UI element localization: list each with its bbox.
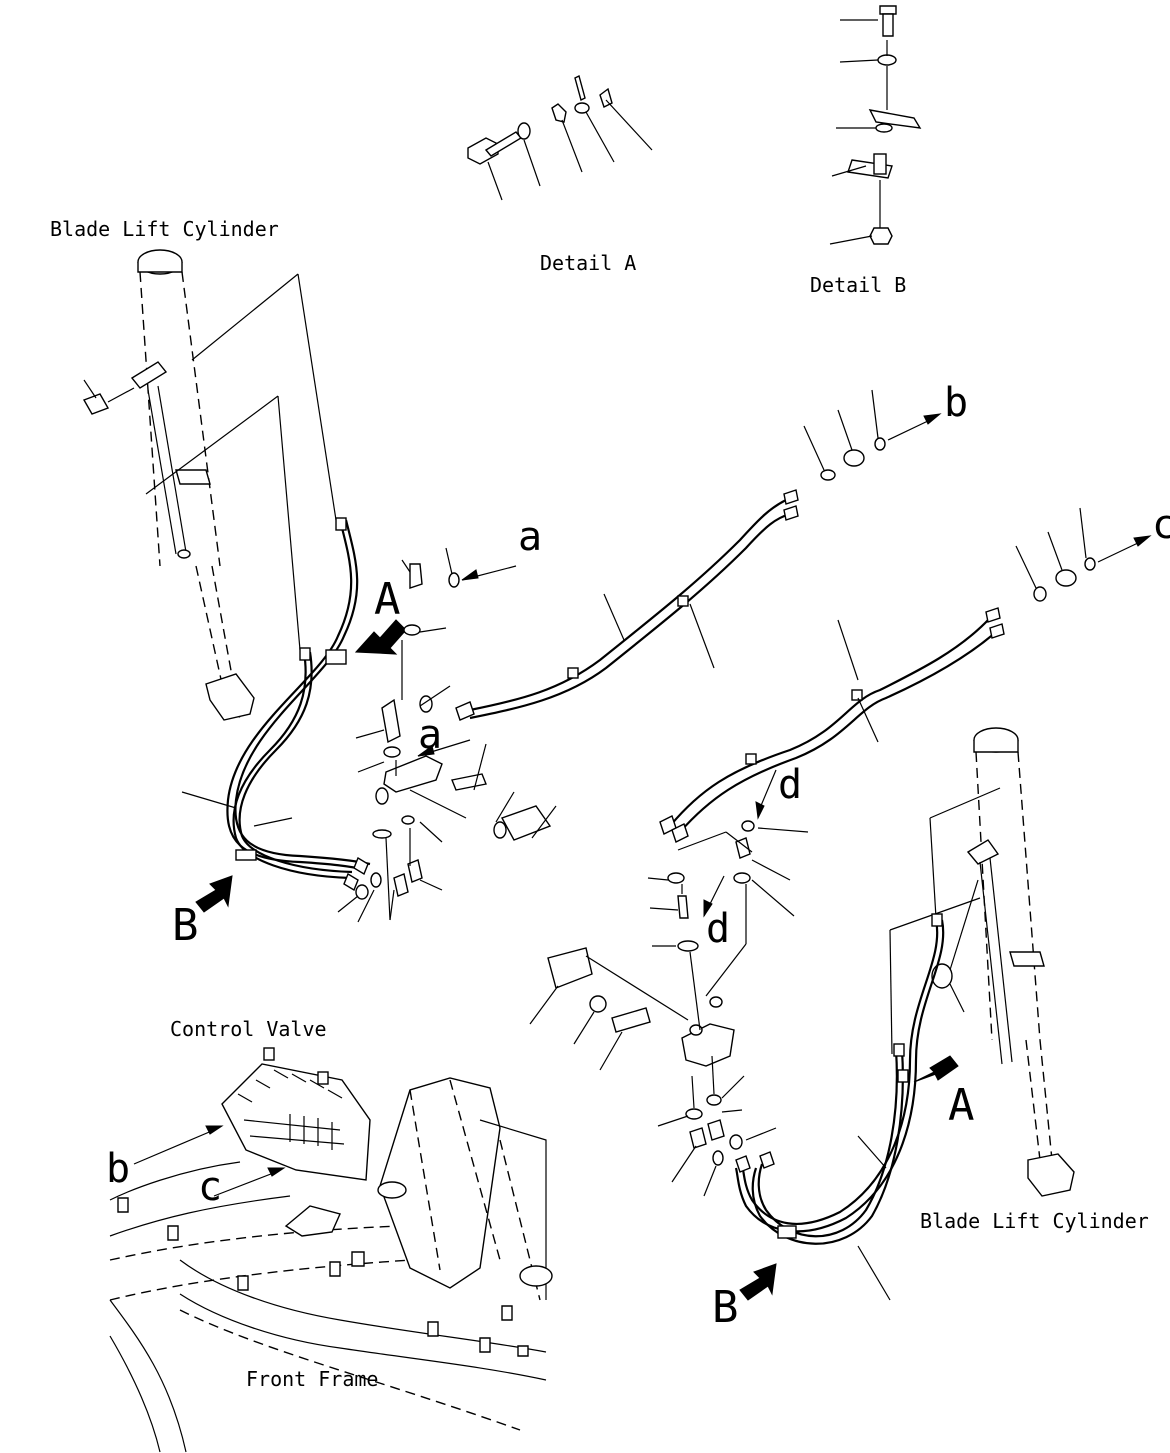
control-valve-label: Control Valve: [170, 1017, 327, 1041]
detail-b-label: Detail B: [810, 273, 906, 297]
callout-b-right: B: [712, 1282, 739, 1333]
callout-d-lower: d: [706, 906, 730, 952]
detail-a-parts: [467, 74, 653, 201]
callout-c-top: c: [1152, 502, 1170, 548]
hose-to-b: [455, 389, 886, 721]
arrow-b-left: [195, 875, 233, 913]
hose-to-c: [659, 507, 1096, 843]
detail-b-parts: [829, 5, 922, 245]
front-frame: [109, 1077, 553, 1453]
callout-a-right: A: [948, 1080, 975, 1131]
blade-lift-cylinder-left-label: Blade Lift Cylinder: [50, 217, 279, 241]
control-valve: [221, 1047, 371, 1181]
blade-lift-cylinder-right: [931, 727, 1075, 1197]
arrow-a-left: [354, 619, 407, 655]
left-hose-assembly: [226, 517, 371, 892]
right-valve-block: [529, 820, 809, 1197]
arrow-a-right: [913, 1055, 959, 1083]
front-frame-label: Front Frame: [246, 1367, 378, 1391]
left-valve-block: [337, 547, 557, 923]
callout-b-frame: b: [106, 1146, 130, 1192]
callout-d-upper: d: [778, 762, 802, 808]
callout-b-top: b: [944, 380, 968, 426]
right-hose-assembly: [734, 913, 945, 1245]
blade-lift-cylinder-right-label: Blade Lift Cylinder: [920, 1209, 1149, 1233]
detail-a-label: Detail A: [540, 251, 636, 275]
arrow-b-right: [739, 1263, 777, 1301]
callout-a-top: a: [518, 514, 542, 560]
callout-b-left: B: [172, 900, 199, 951]
blade-lift-cylinder-left: [82, 249, 255, 721]
callout-c-frame: c: [198, 1164, 222, 1210]
callout-a-left: A: [374, 574, 401, 625]
